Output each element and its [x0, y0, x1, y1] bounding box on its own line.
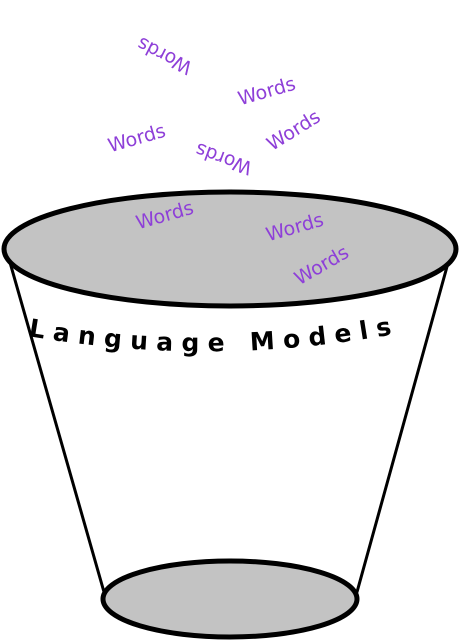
bucket-body: [1, 189, 459, 640]
bucket-bottom: [100, 558, 360, 640]
word-label: Words: [106, 120, 169, 157]
word-label: Words: [236, 73, 299, 110]
word-label: Words: [192, 138, 255, 179]
bucket-rim: [1, 189, 459, 309]
word-label: Words: [134, 32, 196, 78]
word-label: Words: [263, 106, 324, 156]
